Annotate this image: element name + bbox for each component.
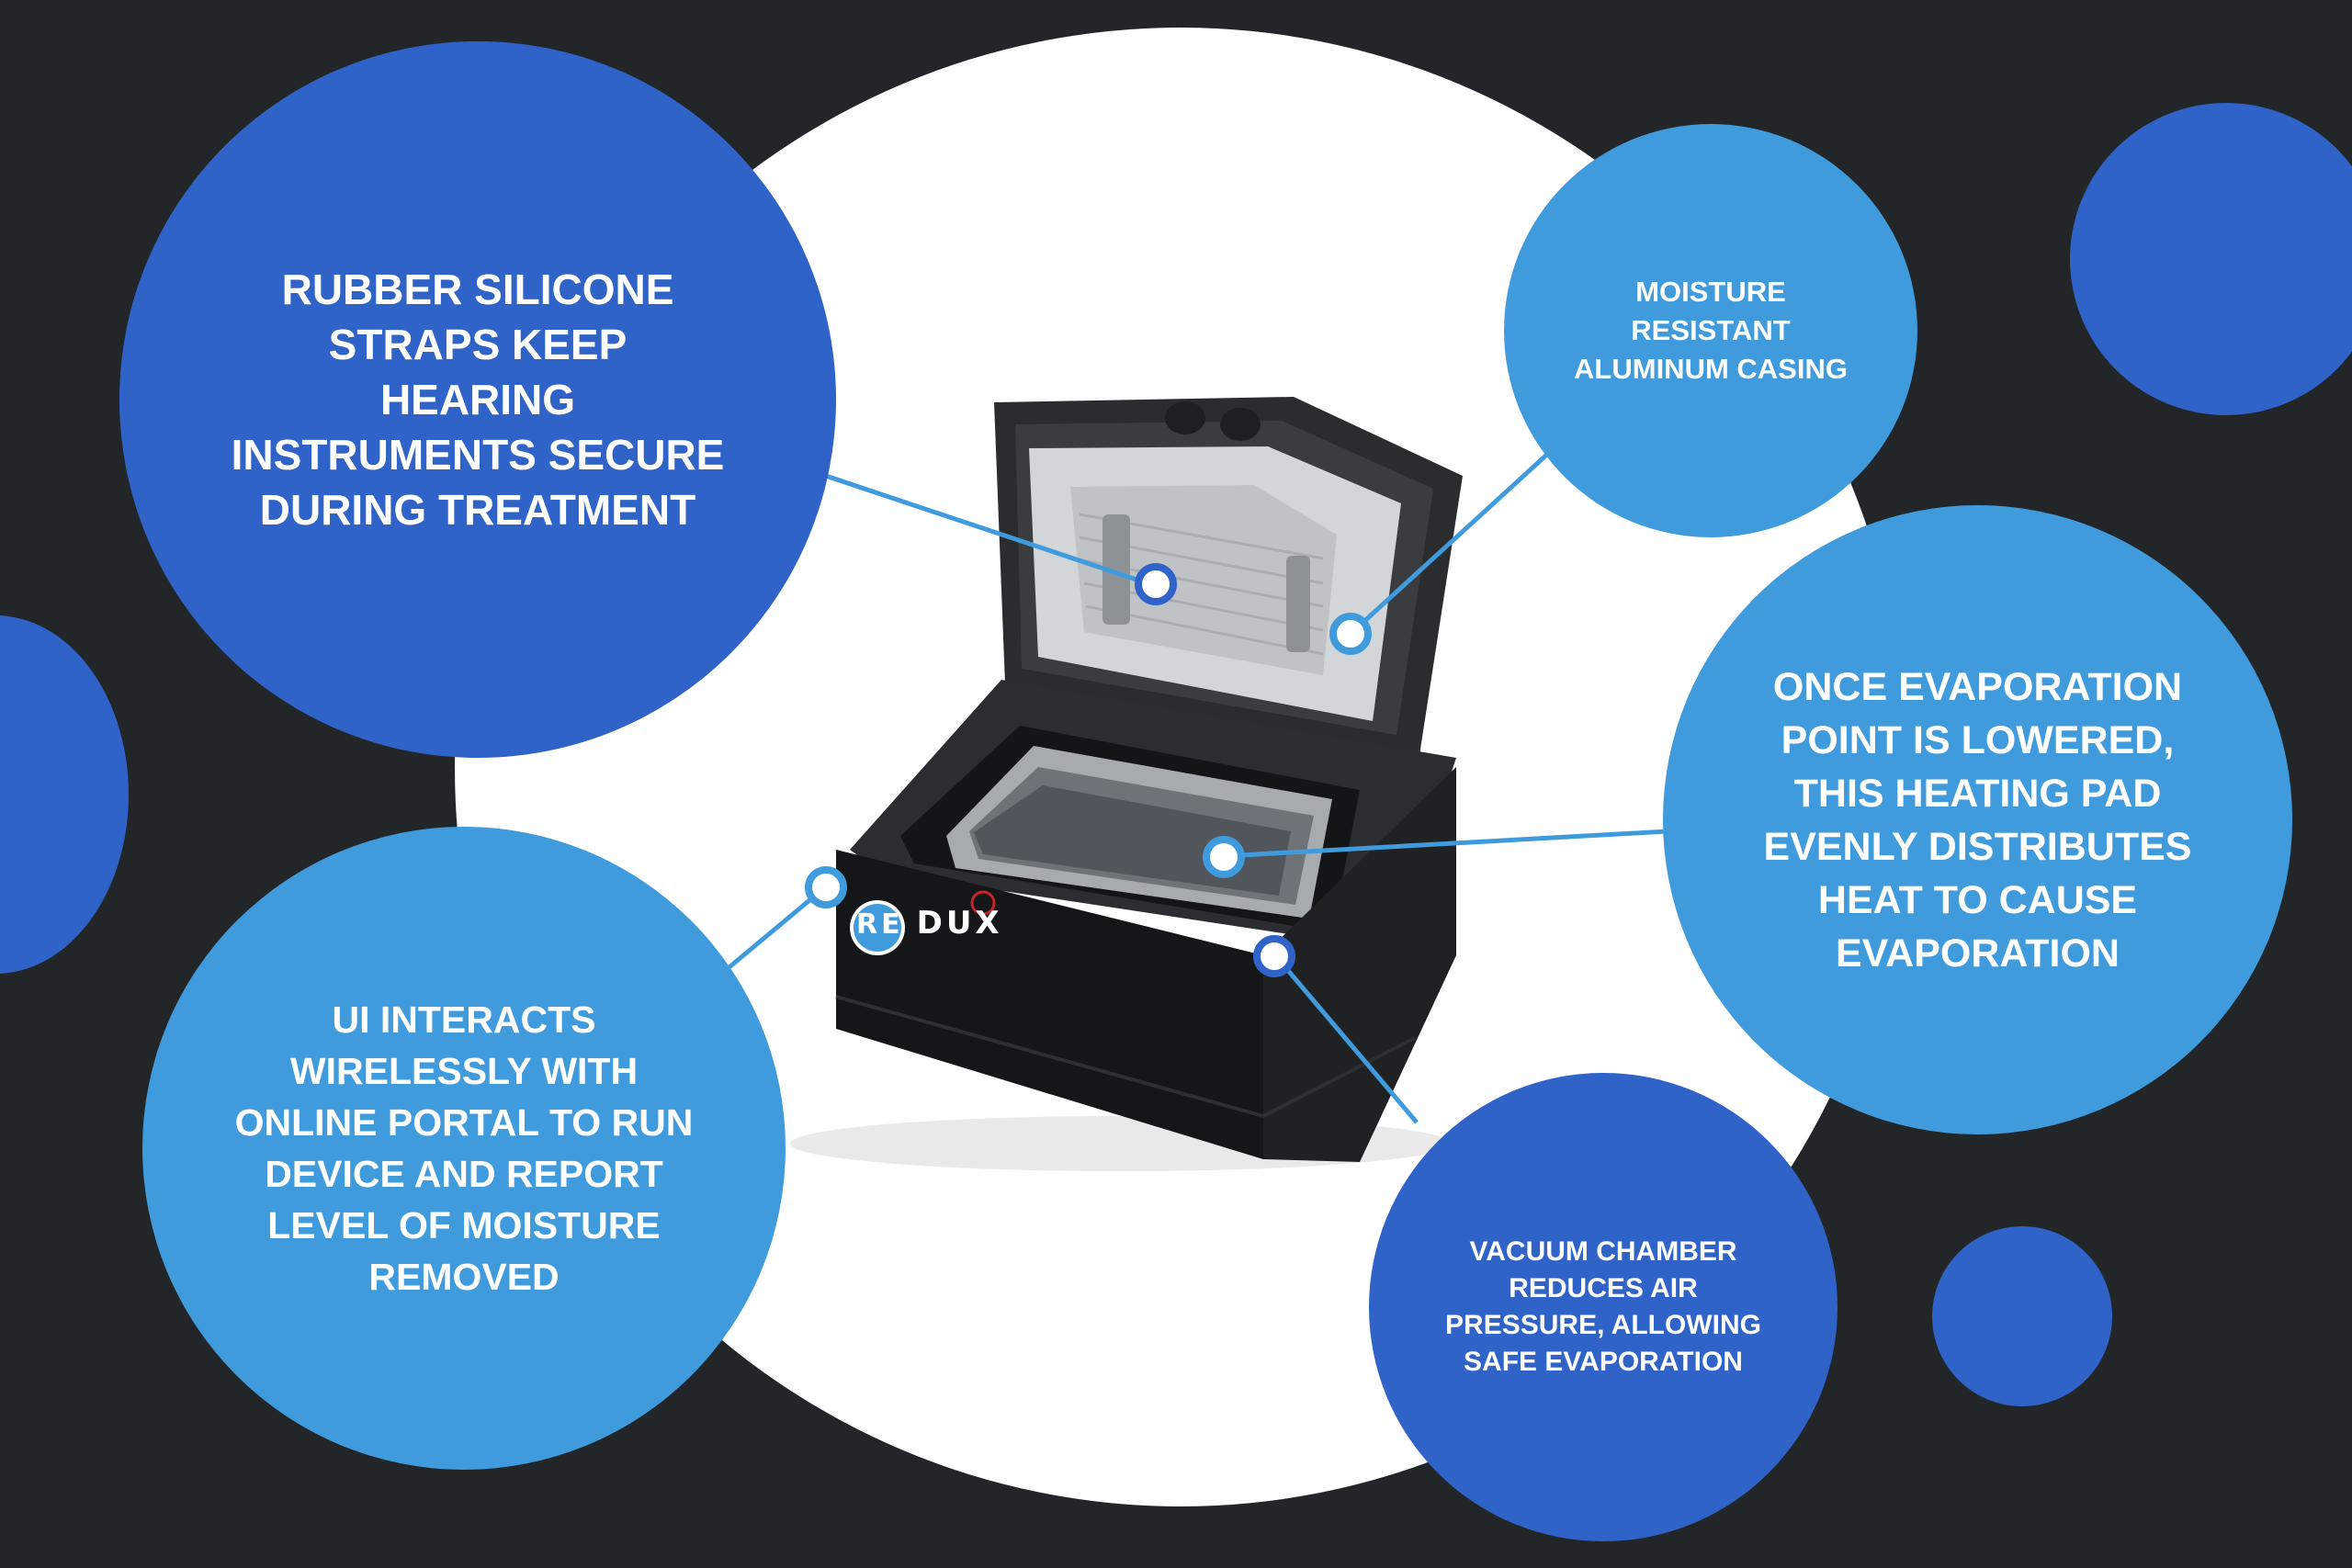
- callout-ui-text: UI INTERACTS WIRELESSLY WITH ONLINE PORT…: [234, 998, 694, 1298]
- callout-casing: MOISTURE RESISTANT ALUMINUM CASING: [1504, 124, 1917, 537]
- marker-straps: [1135, 563, 1177, 605]
- device-logo-dux: DUX: [916, 905, 1003, 942]
- callout-vacuum: VACUUM CHAMBER REDUCES AIR PRESSURE, ALL…: [1369, 1073, 1838, 1541]
- decorative-circle-bottom-right: [1932, 1226, 2112, 1406]
- marker-casing: [1329, 613, 1372, 655]
- device-logo: RE DUX: [856, 905, 1003, 942]
- callout-heating: ONCE EVAPORATION POINT IS LOWERED, THIS …: [1663, 505, 2292, 1134]
- callout-heating-text: ONCE EVAPORATION POINT IS LOWERED, THIS …: [1763, 664, 2192, 976]
- marker-ui: [805, 866, 847, 908]
- callout-vacuum-text: VACUUM CHAMBER REDUCES AIR PRESSURE, ALL…: [1445, 1236, 1761, 1377]
- callout-straps-text: RUBBER SILICONE STRAPS KEEP HEARING INST…: [231, 265, 725, 534]
- decorative-circle-top-right: [2070, 103, 2352, 415]
- marker-vacuum: [1253, 935, 1295, 977]
- marker-heating: [1203, 836, 1245, 878]
- callout-straps: RUBBER SILICONE STRAPS KEEP HEARING INST…: [119, 41, 836, 758]
- device-logo-re: RE: [856, 908, 904, 941]
- callout-ui: UI INTERACTS WIRELESSLY WITH ONLINE PORT…: [142, 827, 786, 1470]
- callout-casing-text: MOISTURE RESISTANT ALUMINUM CASING: [1574, 276, 1848, 385]
